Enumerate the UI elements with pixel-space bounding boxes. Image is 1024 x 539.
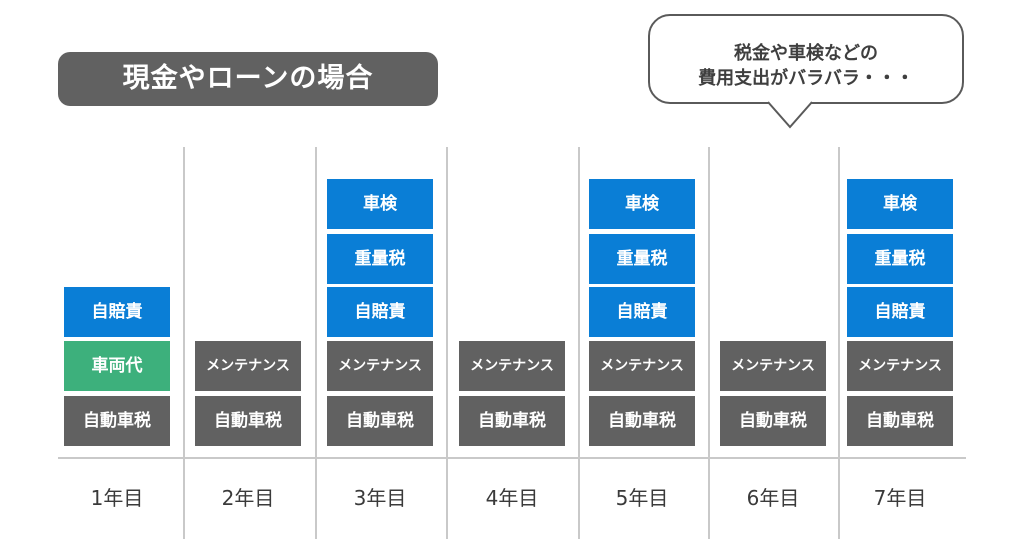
cost-block: 自動車税 [64, 396, 170, 446]
cost-block: 自動車税 [195, 396, 301, 446]
year-label: 4年目 [485, 486, 539, 510]
speech-bubble: 税金や車検などの 費用支出がバラバラ・・・ [648, 14, 964, 104]
cost-block: メンテナンス [459, 341, 565, 391]
cost-block: 自動車税 [589, 396, 695, 446]
speech-bubble-line-1: 税金や車検などの [734, 43, 878, 64]
column-divider [708, 147, 710, 539]
cost-block: メンテナンス [327, 341, 433, 391]
page-title: 現金やローンの場合 [58, 52, 438, 106]
cost-block: 自賠責 [327, 287, 433, 337]
cost-block: 自動車税 [459, 396, 565, 446]
cost-block: メンテナンス [589, 341, 695, 391]
timeline-baseline [58, 457, 966, 459]
year-label: 2年目 [221, 486, 275, 510]
column-divider [315, 147, 317, 539]
cost-block: 車検 [327, 179, 433, 229]
year-label: 1年目 [90, 486, 144, 510]
cost-block: 重量税 [327, 234, 433, 284]
column-divider [578, 147, 580, 539]
cost-block: 自動車税 [327, 396, 433, 446]
cost-block: 自動車税 [847, 396, 953, 446]
cost-block: 自賠責 [589, 287, 695, 337]
cost-block: 重量税 [589, 234, 695, 284]
speech-bubble-tail [768, 101, 812, 129]
cost-block: メンテナンス [847, 341, 953, 391]
column-divider [838, 147, 840, 539]
column-divider [183, 147, 185, 539]
cost-block: 重量税 [847, 234, 953, 284]
cost-block: 自賠責 [847, 287, 953, 337]
cost-block: メンテナンス [195, 341, 301, 391]
cost-block: 車検 [847, 179, 953, 229]
year-label: 3年目 [353, 486, 407, 510]
year-label: 5年目 [615, 486, 669, 510]
year-label: 7年目 [873, 486, 927, 510]
cost-block: 車両代 [64, 341, 170, 391]
speech-bubble-line-2: 費用支出がバラバラ・・・ [698, 68, 914, 89]
cost-block: 自賠責 [64, 287, 170, 337]
cost-block: 自動車税 [720, 396, 826, 446]
column-divider [446, 147, 448, 539]
cost-block: メンテナンス [720, 341, 826, 391]
year-label: 6年目 [746, 486, 800, 510]
cost-block: 車検 [589, 179, 695, 229]
